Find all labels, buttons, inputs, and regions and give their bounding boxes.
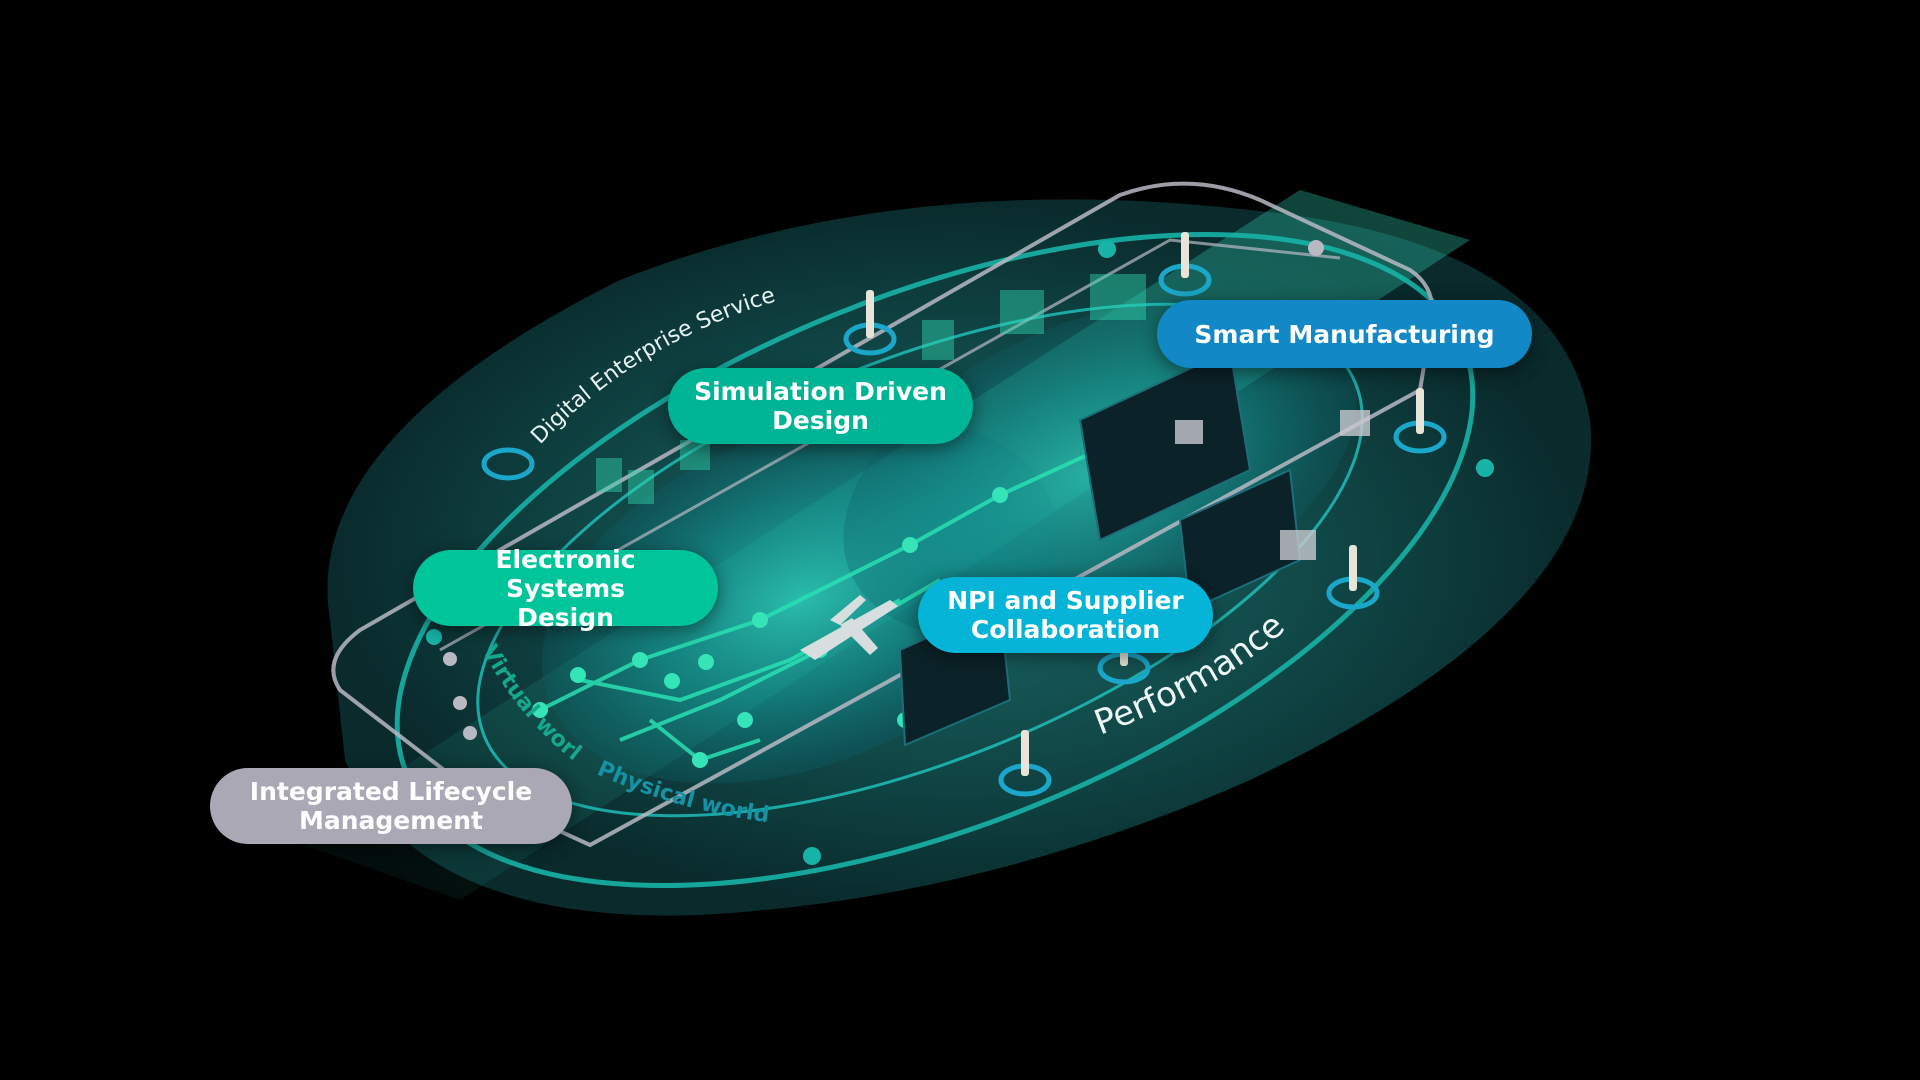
node-integrated-lifecycle-management[interactable]: Integrated Lifecycle Management xyxy=(210,768,572,844)
node-simulation-driven-design[interactable]: Simulation Driven Design xyxy=(668,368,973,444)
node-npi-supplier-collaboration[interactable]: NPI and Supplier Collaboration xyxy=(918,577,1213,653)
node-smart-manufacturing[interactable]: Smart Manufacturing xyxy=(1157,300,1532,368)
node-electronic-systems-design[interactable]: Electronic Systems Design xyxy=(413,550,718,626)
